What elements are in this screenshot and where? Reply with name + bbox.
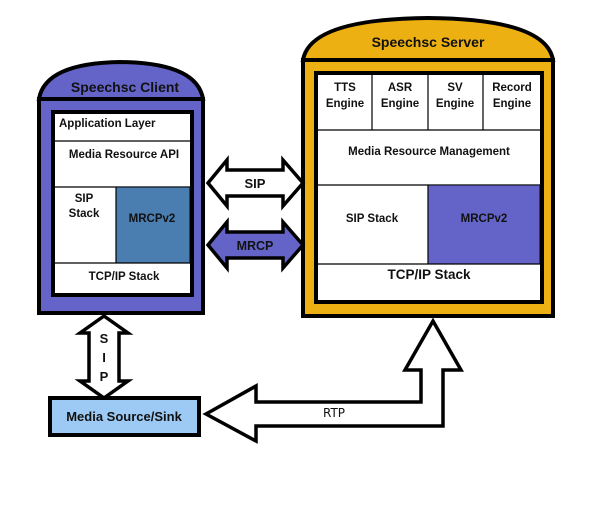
server-mrcpv2-block [427,184,541,265]
media-source-sink-box [48,396,201,437]
rtp-arrow: RTP [202,317,465,444]
sv-engine-label-1: SV [447,82,463,94]
client-sip-stack-label-1: SIP [75,193,94,205]
sip-vertical-label-p: P [100,369,109,384]
tts-engine-label-1: TTS [334,82,356,94]
mrcp-arrow: MRCP [205,217,306,273]
server-sip-stack-label: SIP Stack [346,213,399,225]
sip-vertical-arrow: S I P [74,313,134,401]
media-source-sink-label: Media Source/Sink [66,409,182,424]
server-tcpip-label: TCP/IP Stack [387,267,471,282]
client-tcpip-label: TCP/IP Stack [89,271,160,283]
sip-vertical-label-s: S [100,331,109,346]
speechsc-client: Speechsc Client Application Layer Media … [36,59,206,315]
application-layer-label: Application Layer [59,118,156,130]
mrcp-double-arrow-shape [205,217,306,273]
sip-arrow-label: SIP [245,176,266,191]
server-title: Speechsc Server [372,34,485,50]
record-engine-label-2: Engine [493,98,531,110]
speechsc-server: Speechsc Server TTS Engine ASR Engine SV… [300,15,556,318]
mrcp-arrow-label: MRCP [237,239,274,253]
rtp-arrow-shape [202,317,465,444]
client-sip-stack-label-2: Stack [69,208,100,220]
record-engine-label-1: Record [492,82,532,94]
client-title: Speechsc Client [71,79,179,95]
sip-vertical-label-i: I [102,350,106,365]
server-dome [300,15,556,62]
client-mrcpv2-label: MRCPv2 [129,213,176,225]
client-dome [36,59,206,101]
media-resource-management-label: Media Resource Management [348,146,510,158]
media-source-sink: Media Source/Sink [48,396,201,437]
client-mrcpv2-block [115,186,191,264]
tts-engine-label-2: Engine [326,98,364,110]
media-resource-api-label: Media Resource API [69,149,179,161]
asr-engine-label-1: ASR [388,82,413,94]
sip-arrow: SIP [205,155,306,211]
sv-engine-label-2: Engine [436,98,474,110]
rtp-arrow-label: RTP [323,406,345,420]
server-mrcpv2-label: MRCPv2 [461,213,508,225]
sip-double-arrow-shape [205,155,306,211]
asr-engine-label-2: Engine [381,98,419,110]
